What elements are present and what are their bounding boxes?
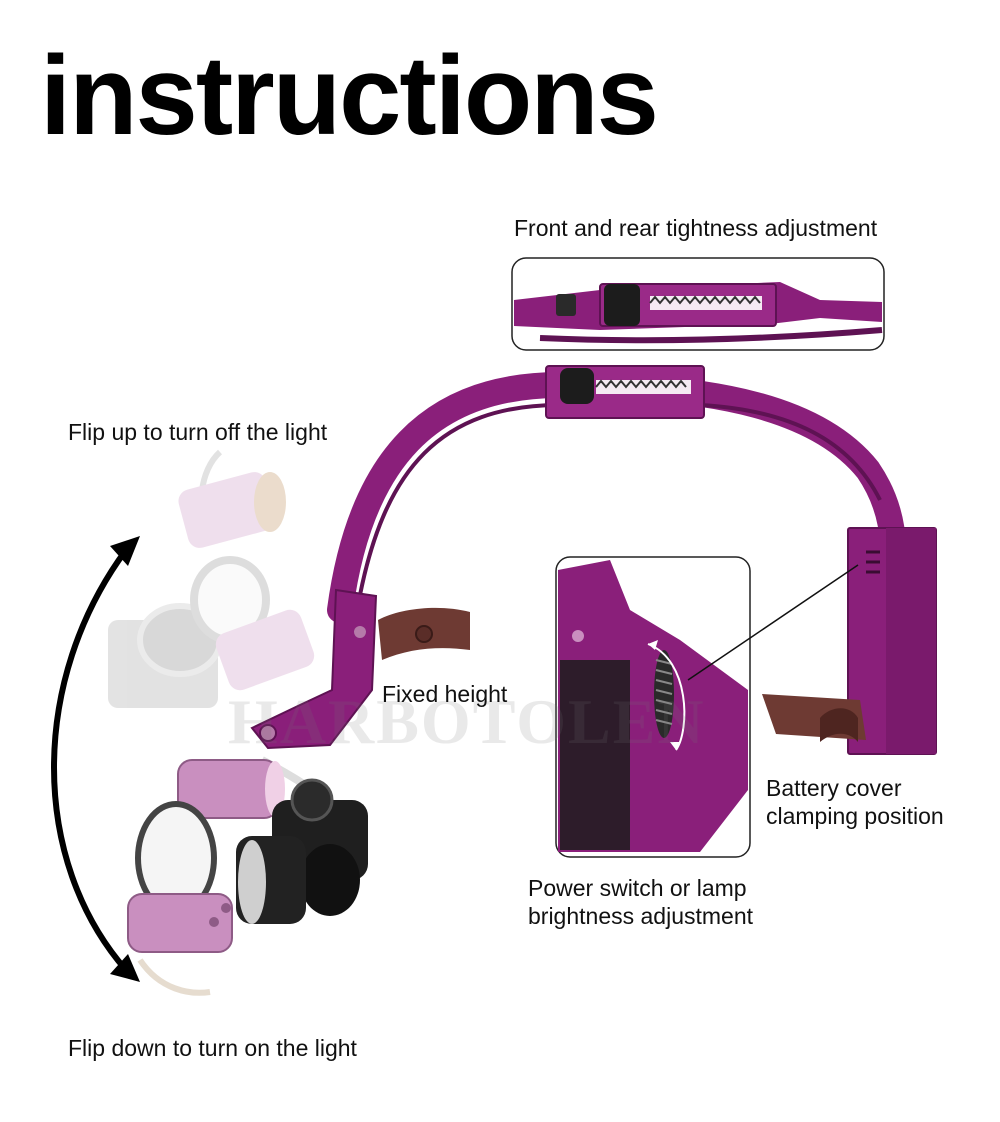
label-power-switch-2: brightness adjustment	[528, 903, 754, 929]
page-title: instructions	[40, 33, 659, 158]
label-battery-cover-2: clamping position	[766, 803, 944, 829]
tightness-detail-inset	[511, 257, 885, 351]
label-battery-cover-1: Battery cover	[766, 775, 902, 801]
headband-frame	[250, 365, 937, 755]
label-front-rear-tightness: Front and rear tightness adjustment	[514, 215, 878, 241]
flip-arrow	[51, 536, 140, 982]
brand-watermark: HARBOTOLEN	[228, 686, 706, 757]
label-power-switch-1: Power switch or lamp	[528, 875, 747, 901]
loupe-flipped-down	[127, 756, 368, 996]
power-switch-detail-inset	[555, 556, 751, 858]
label-flip-up: Flip up to turn off the light	[68, 419, 328, 445]
loupe-flipped-up	[108, 449, 315, 708]
label-fixed-height: Fixed height	[382, 681, 508, 707]
label-flip-down: Flip down to turn on the light	[68, 1035, 357, 1061]
power-leader-line	[687, 564, 859, 681]
